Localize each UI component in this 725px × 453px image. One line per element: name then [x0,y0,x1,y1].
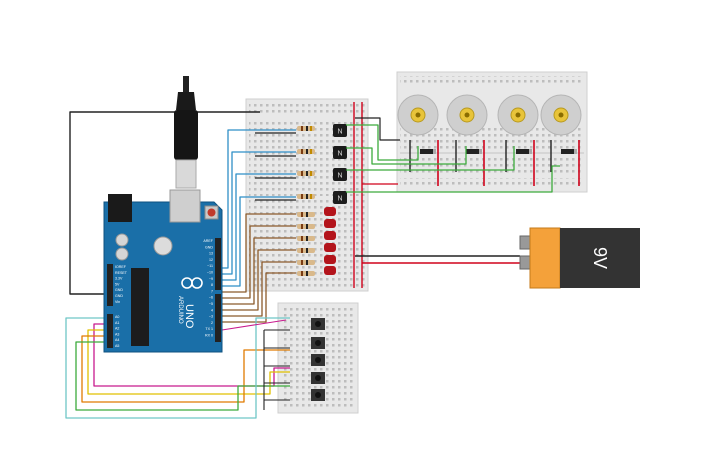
atmega-chip [131,268,149,346]
pin-label: Vin [115,300,120,304]
pin-label: RESET [115,271,128,275]
pin-label: 4 [211,308,213,312]
arduino-logo-icon [181,277,203,289]
pin-label: GND [205,245,213,249]
usb-port [169,189,201,223]
resistor[interactable] [297,194,315,199]
digital-header-low [215,294,221,342]
dc-motor[interactable] [446,94,488,136]
diode[interactable] [420,149,436,154]
pin-label: A1 [115,321,119,325]
push-button[interactable] [311,337,325,349]
resistor[interactable] [297,171,315,176]
resistor[interactable] [297,212,315,217]
pin-label: ~3 [209,315,213,319]
resistor[interactable] [297,271,315,276]
transistor[interactable]: N [333,146,347,159]
power-header [107,264,113,306]
diode[interactable] [561,149,577,154]
dc-motor[interactable] [540,94,582,136]
pin-label: 13 [209,252,213,256]
transistor-mark: N [337,196,342,203]
transistor[interactable]: N [333,191,347,204]
pin-label: A0 [115,315,119,319]
pin-label: GND [115,294,123,298]
arduino-model: UNO [183,304,195,329]
diode[interactable] [466,149,482,154]
power-jack [108,194,132,222]
led-red[interactable] [324,231,336,240]
pin-label: RX 0 [205,334,213,338]
pin-label: 12 [209,258,213,262]
pin-label: 8 [211,283,213,287]
resistor[interactable] [297,248,315,253]
digital-header-high [215,238,221,290]
pin-label: ~10 [207,271,213,275]
led-red[interactable] [324,255,336,264]
pin-label: 2 [211,321,213,325]
led-red[interactable] [324,243,336,252]
analog-header [107,314,113,348]
pin-label: 7 [211,289,213,293]
usb-cable [174,76,198,189]
transistor-mark: N [337,151,342,158]
resistor[interactable] [297,236,315,241]
led-red[interactable] [324,219,336,228]
pin-label: 5V [115,282,120,286]
dc-motor[interactable] [497,94,539,136]
motor-board-jumpers [409,140,580,186]
transistor-mark: N [337,129,342,136]
pin-label: ~6 [209,296,213,300]
push-button[interactable] [311,372,325,384]
pin-label: A3 [115,332,119,336]
pin-label: IOREF [115,265,127,269]
pin-label: ~9 [209,277,213,281]
resistor[interactable] [297,224,315,229]
pin-label: ~5 [209,302,213,306]
pin-label: A5 [115,344,119,348]
pin-label: 3.3V [115,277,123,281]
push-button[interactable] [311,318,325,330]
battery-label: 9V [590,247,610,269]
transistor[interactable]: N [333,124,347,137]
digital-pin-labels: AREF GND 13 12 ~11 ~10 ~9 8 7 ~6 ~5 4 ~3 2 TX 1 RX 0 [203,239,213,338]
led-red[interactable] [324,207,336,216]
pin-label: GND [115,288,123,292]
resistor[interactable] [297,126,315,131]
pin-label: A4 [115,338,119,342]
battery-9v[interactable]: 9V [519,227,640,289]
transistor-mark: N [337,173,342,180]
push-button[interactable] [311,354,325,366]
led-red[interactable] [324,266,336,275]
arduino-brand: ARDUINO [177,296,183,324]
wires [65,111,560,419]
resistor[interactable] [297,260,315,265]
pin-label: AREF [203,239,213,243]
transistor[interactable]: N [333,168,347,181]
pin-label: ~11 [207,264,213,268]
dc-motor[interactable] [397,94,439,136]
push-button[interactable] [311,389,325,401]
pin-label: TX 1 [205,327,213,331]
resistor[interactable] [297,149,315,154]
diode[interactable] [516,149,532,154]
pin-label: A2 [115,327,119,331]
